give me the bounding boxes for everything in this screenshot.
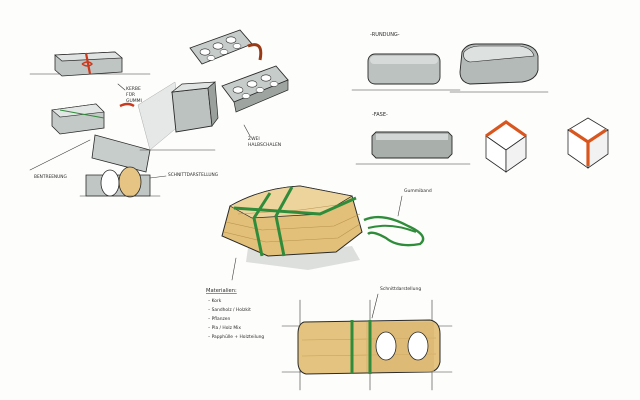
sketch-chamfered-block [355, 131, 471, 165]
materials-note: Materialien: – Kork – Sandholz / Holzkit… [206, 257, 264, 340]
label-kerbe: KERBE FÜR GUMMI [117, 83, 142, 108]
material-item: – Pla / Holz Mix [208, 325, 241, 331]
label-rundung: -RUNDUNG- [370, 32, 400, 38]
sketch-rubber-band: Gummiband [363, 188, 432, 247]
sketch-box-closed-red-band [29, 51, 151, 77]
material-item: – Kork [208, 298, 222, 304]
sketch-box-open-egg [29, 103, 105, 171]
label-gummiband: Gummiband [404, 188, 432, 194]
label-fase: -FASE- [372, 112, 388, 118]
sketch-egg-carton-bottom [221, 65, 289, 113]
svg-text:ZWEI: ZWEI [248, 136, 260, 142]
sketch-box-cross-section-egg [79, 134, 161, 198]
sketch-rounded-block-perspective [449, 43, 549, 93]
sketch-rounded-block-front [351, 53, 461, 91]
hinge-arrow-mark [247, 43, 263, 61]
svg-text:GUMMI: GUMMI [126, 98, 142, 104]
sketch-egg-carton-top [189, 29, 263, 65]
svg-text:FÜR: FÜR [126, 91, 135, 98]
label-schnittdarstellung: SCHNITTDARSTELLUNG [168, 172, 218, 178]
material-item: – Papphülle + Holzteilung [208, 334, 264, 340]
label-zwei-halbschalen: ZWEI HALBSCHALEN [243, 124, 281, 148]
label-materialien: Materialien: [206, 288, 237, 294]
svg-text:HALBSCHALEN: HALBSCHALEN [248, 142, 281, 148]
sketch-wood-box-main [221, 185, 363, 270]
sketch-wood-box-cross-section: Schnittdarstellung [281, 286, 453, 391]
sketch-box-tall [137, 81, 219, 151]
material-item: – Pflanzen [208, 316, 230, 322]
label-schnittdarstellung-bottom: Schnittdarstellung [380, 286, 421, 292]
material-item: – Sandholz / Holzkit [208, 307, 251, 313]
sketch-cube-orange-edge [485, 120, 527, 173]
sketch-cube-orange-corner [567, 117, 609, 169]
label-bentreenung: BENTREENUNG [34, 174, 67, 180]
red-accent-mark [119, 102, 135, 108]
svg-text:KERBE: KERBE [126, 86, 141, 92]
